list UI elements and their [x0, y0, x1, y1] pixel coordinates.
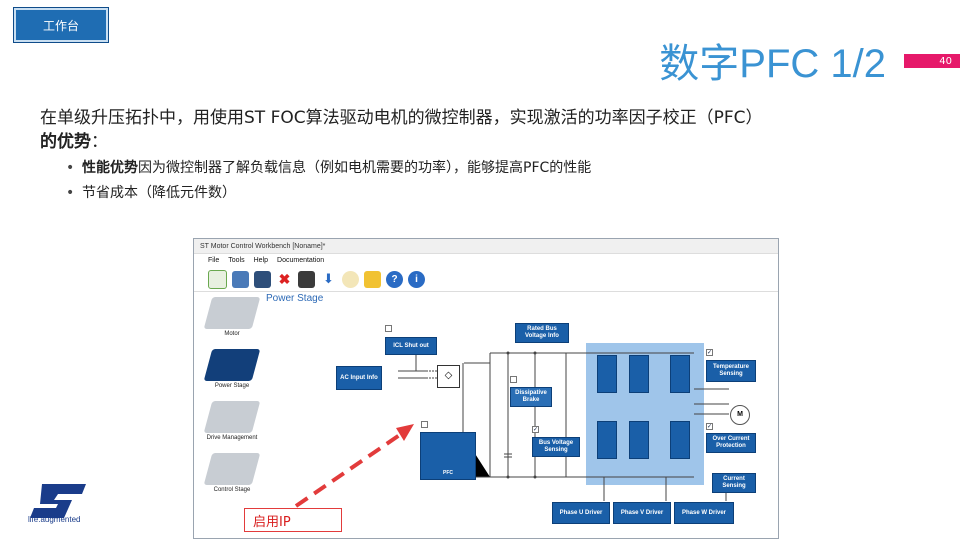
- bullet-item: 性能优势因为微控制器了解负载信息（例如电机需要的功率），能够提高PFC的性能: [66, 156, 591, 181]
- icl-label: ICL Shut out: [393, 342, 429, 349]
- workbench-window: ST Motor Control Workbench [Noname]* Fil…: [193, 238, 779, 539]
- help-icon[interactable]: ?: [386, 270, 403, 288]
- nav-power-stage[interactable]: Power Stage: [203, 349, 261, 389]
- menu-documentation[interactable]: Documentation: [277, 257, 325, 264]
- rated-bus-voltage-block[interactable]: Rated Bus Voltage Info: [515, 323, 569, 343]
- canvas-title: Power Stage: [266, 293, 324, 304]
- igbt-w-low: [670, 421, 690, 459]
- igbt-w-high: [670, 355, 690, 393]
- phase-u-label: Phase U Driver: [559, 509, 603, 516]
- ac-input-info-block[interactable]: AC Input Info: [336, 366, 382, 390]
- igbt-v-high: [629, 355, 649, 393]
- phase-w-driver-block[interactable]: Phase W Driver: [674, 502, 734, 524]
- enable-ip-label: 启用IP: [253, 514, 291, 530]
- toolbar: ✖ ⬇ ? i: [194, 267, 778, 292]
- bullet-list: 性能优势因为微控制器了解负载信息（例如电机需要的功率），能够提高PFC的性能 节…: [66, 156, 591, 206]
- bullet-item: 节省成本（降低元件数）: [66, 181, 591, 206]
- temperature-checkbox[interactable]: ✓: [706, 349, 713, 356]
- bullet2-text: 节省成本（降低元件数）: [82, 185, 236, 201]
- enable-ip-callout: 启用IP: [244, 508, 342, 532]
- intro-line-2: 的优势：: [40, 130, 920, 154]
- temperature-label: Temperature Sensing: [713, 364, 749, 377]
- intro-line-1: 在单级升压拓扑中，用使用ST FOC算法驱动电机的微控制器，实现激活的功率因子校…: [40, 108, 763, 128]
- page-number-bar: 40: [904, 54, 960, 68]
- phase-v-driver-block[interactable]: Phase V Driver: [613, 502, 671, 524]
- menu-help[interactable]: Help: [253, 257, 269, 264]
- workbench-tag-label: 工作台: [42, 18, 79, 33]
- nav-control-stage-label: Control Stage: [213, 487, 251, 493]
- over-current-label: Over Current Protection: [712, 436, 750, 449]
- bus-voltage-sensing-block[interactable]: Bus Voltage Sensing: [532, 437, 580, 457]
- open-folder-icon[interactable]: [232, 270, 249, 288]
- ac-input-label: AC Input Info: [340, 374, 378, 381]
- igbt-u-low: [597, 421, 617, 459]
- board-icon[interactable]: [298, 270, 315, 288]
- pfc-block[interactable]: PFC: [420, 432, 476, 480]
- rectifier-bridge-icon: ◇: [437, 365, 460, 388]
- logo-tagline: life.augmented: [28, 515, 81, 524]
- pfc-checkbox[interactable]: [421, 421, 428, 428]
- nav-motor[interactable]: Motor: [203, 297, 261, 337]
- save-icon[interactable]: [254, 270, 271, 288]
- current-sensing-label: Current Sensing: [722, 476, 746, 489]
- workbench-tag[interactable]: 工作台: [13, 7, 109, 43]
- motor-icon: M: [730, 405, 750, 425]
- over-current-protection-block[interactable]: Over Current Protection: [706, 433, 756, 453]
- intro-advantage-label: 的优势: [40, 132, 91, 152]
- motor-label: M: [737, 411, 743, 418]
- bullet1-bold: 性能优势: [82, 160, 138, 176]
- over-current-checkbox[interactable]: ✓: [706, 423, 713, 430]
- st-logo: [30, 484, 86, 518]
- intro-paragraph: 在单级升压拓扑中，用使用ST FOC算法驱动电机的微控制器，实现激活的功率因子校…: [40, 106, 920, 154]
- window-title: ST Motor Control Workbench [Noname]*: [200, 242, 326, 250]
- nav-power-stage-label: Power Stage: [214, 383, 250, 389]
- delete-icon[interactable]: ✖: [276, 270, 293, 288]
- igbt-v-low: [629, 421, 649, 459]
- info-icon[interactable]: i: [408, 270, 425, 288]
- menu-bar: File Tools Help Documentation: [194, 254, 778, 267]
- rated-bus-label: Rated Bus Voltage Info: [525, 326, 559, 339]
- nav-drive-management-label: Drive Management: [206, 435, 258, 441]
- new-file-icon[interactable]: [208, 269, 227, 289]
- menu-tools[interactable]: Tools: [228, 257, 245, 264]
- bullet1-text: 因为微控制器了解负载信息（例如电机需要的功率），能够提高PFC的性能: [138, 160, 592, 176]
- nav-motor-label: Motor: [224, 331, 240, 337]
- bus-voltage-label: Bus Voltage Sensing: [538, 440, 574, 453]
- igbt-u-high: [597, 355, 617, 393]
- nav-drive-management[interactable]: Drive Management: [203, 401, 261, 441]
- power-stage-wiring: [398, 343, 729, 501]
- temperature-sensing-block[interactable]: Temperature Sensing: [706, 360, 756, 382]
- side-navigation: Motor Power Stage Drive Management Contr…: [194, 291, 261, 538]
- icl-shut-out-block[interactable]: ICL Shut out: [385, 337, 437, 355]
- nav-control-stage[interactable]: Control Stage: [203, 453, 261, 493]
- intro-colon: ：: [91, 132, 108, 152]
- phase-v-label: Phase V Driver: [620, 509, 664, 516]
- current-sensing-block[interactable]: Current Sensing: [712, 473, 756, 493]
- dissipative-checkbox[interactable]: [510, 376, 517, 383]
- download-icon[interactable]: ⬇: [320, 270, 337, 288]
- menu-file[interactable]: File: [208, 257, 220, 264]
- dissipative-brake-block[interactable]: Dissipative Brake: [510, 387, 552, 407]
- pfc-label: PFC: [443, 470, 453, 476]
- monitor-icon[interactable]: [342, 270, 359, 288]
- window-titlebar: ST Motor Control Workbench [Noname]*: [194, 239, 778, 254]
- page-title: 数字PFC 1/2: [659, 42, 886, 86]
- phase-w-label: Phase W Driver: [681, 509, 727, 516]
- icl-checkbox[interactable]: [385, 325, 392, 332]
- dissipative-label: Dissipative Brake: [515, 390, 547, 403]
- phase-u-driver-block[interactable]: Phase U Driver: [552, 502, 610, 524]
- export-icon[interactable]: [364, 270, 381, 288]
- page-number: 40: [939, 55, 952, 67]
- bus-voltage-checkbox[interactable]: ✓: [532, 426, 539, 433]
